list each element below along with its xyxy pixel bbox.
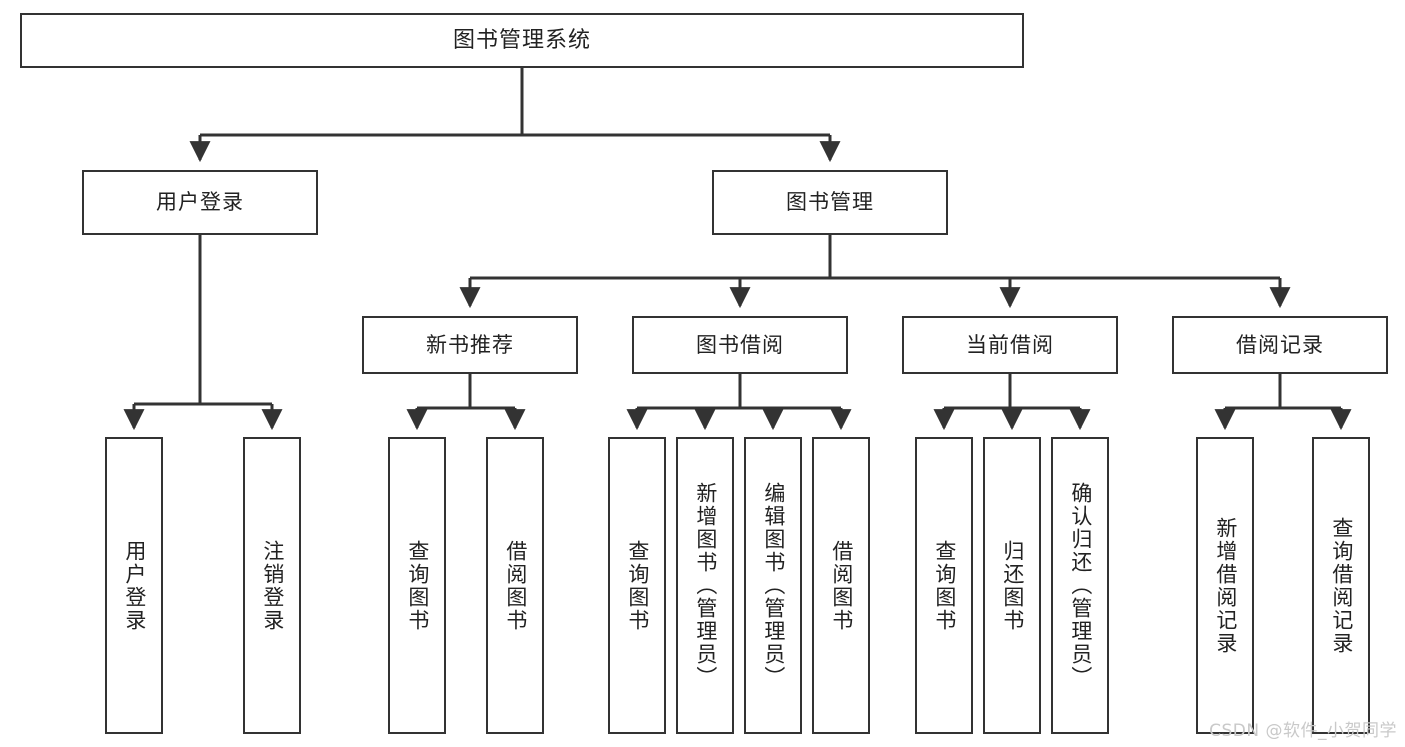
- node-leaf-query-book-2[interactable]: 查询图书: [608, 437, 666, 734]
- node-leaf-borrow-book-2-label: 借阅图书: [829, 539, 854, 632]
- node-leaf-borrow-book-1-label: 借阅图书: [503, 539, 528, 632]
- node-leaf-query-record[interactable]: 查询借阅记录: [1312, 437, 1370, 734]
- node-leaf-confirm-return-label: 确认归还（管理员）: [1068, 482, 1093, 689]
- node-current-borrow-label: 当前借阅: [966, 332, 1054, 357]
- node-leaf-logout-label: 注销登录: [260, 539, 285, 632]
- node-user-login[interactable]: 用户登录: [82, 170, 318, 235]
- node-leaf-borrow-book-1[interactable]: 借阅图书: [486, 437, 544, 734]
- node-borrow-record-label: 借阅记录: [1236, 332, 1324, 357]
- watermark-text: CSDN @软件_小贺同学: [1209, 721, 1397, 741]
- node-leaf-add-book-label: 新增图书（管理员）: [693, 482, 718, 689]
- node-leaf-query-book-3-label: 查询图书: [932, 539, 957, 632]
- node-root[interactable]: 图书管理系统: [20, 13, 1024, 68]
- node-book-manage-label: 图书管理: [786, 190, 874, 215]
- node-book-manage[interactable]: 图书管理: [712, 170, 948, 235]
- node-book-borrow-label: 图书借阅: [696, 332, 784, 357]
- node-leaf-confirm-return[interactable]: 确认归还（管理员）: [1051, 437, 1109, 734]
- node-user-login-label: 用户登录: [156, 190, 244, 215]
- node-current-borrow[interactable]: 当前借阅: [902, 316, 1118, 374]
- node-leaf-logout[interactable]: 注销登录: [243, 437, 301, 734]
- node-leaf-query-book-1-label: 查询图书: [405, 539, 430, 632]
- node-leaf-query-book-3[interactable]: 查询图书: [915, 437, 973, 734]
- node-leaf-add-record-label: 新增借阅记录: [1213, 516, 1238, 655]
- node-leaf-edit-book[interactable]: 编辑图书（管理员）: [744, 437, 802, 734]
- node-leaf-query-record-label: 查询借阅记录: [1329, 516, 1354, 655]
- node-leaf-return-book-label: 归还图书: [1000, 539, 1025, 632]
- node-leaf-query-book-2-label: 查询图书: [625, 539, 650, 632]
- node-leaf-user-login-label: 用户登录: [122, 539, 147, 632]
- node-borrow-record[interactable]: 借阅记录: [1172, 316, 1388, 374]
- node-leaf-return-book[interactable]: 归还图书: [983, 437, 1041, 734]
- node-leaf-add-record[interactable]: 新增借阅记录: [1196, 437, 1254, 734]
- node-new-book-rec-label: 新书推荐: [426, 332, 514, 357]
- node-leaf-query-book-1[interactable]: 查询图书: [388, 437, 446, 734]
- node-leaf-borrow-book-2[interactable]: 借阅图书: [812, 437, 870, 734]
- node-book-borrow[interactable]: 图书借阅: [632, 316, 848, 374]
- node-leaf-edit-book-label: 编辑图书（管理员）: [761, 482, 786, 689]
- node-new-book-rec[interactable]: 新书推荐: [362, 316, 578, 374]
- node-root-label: 图书管理系统: [452, 27, 591, 53]
- node-leaf-user-login[interactable]: 用户登录: [105, 437, 163, 734]
- node-leaf-add-book[interactable]: 新增图书（管理员）: [676, 437, 734, 734]
